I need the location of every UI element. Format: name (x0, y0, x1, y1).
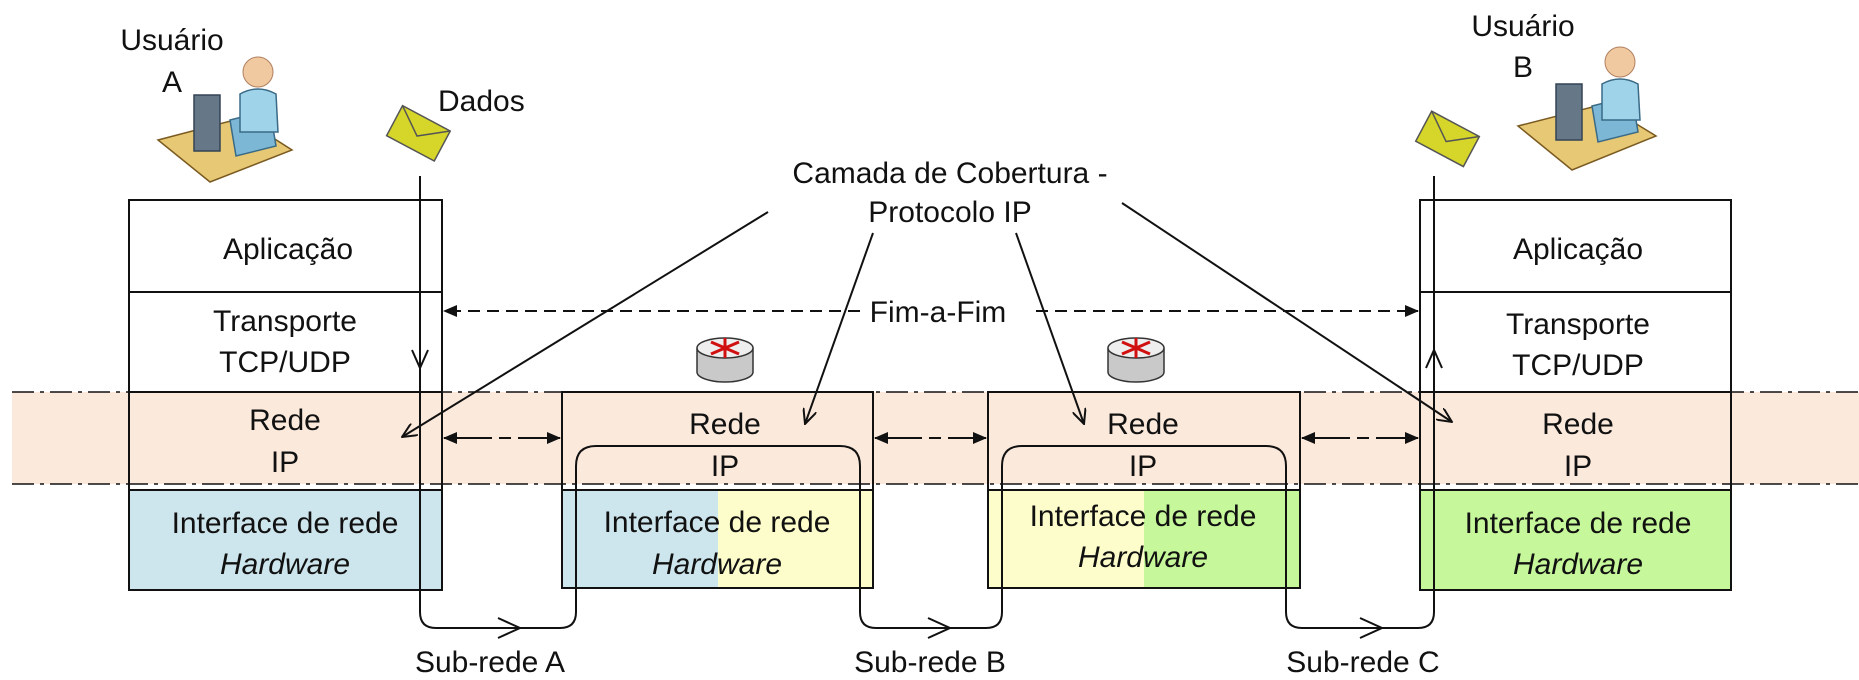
user-at-computer-icon (156, 56, 294, 183)
host-b-hardware-label: Hardware (1513, 548, 1643, 581)
envelope-icon (1414, 110, 1481, 168)
host-a-interface-label: Interface de rede (172, 507, 399, 540)
host-b-stack: Aplicação Transporte TCP/UDP Rede IP Int… (1419, 199, 1732, 591)
router-1-network-protocol: IP (711, 450, 739, 483)
router-2-network-protocol: IP (1129, 450, 1157, 483)
coverage-callout-arrows (402, 202, 1452, 437)
host-a-transport-protocol: TCP/UDP (219, 346, 351, 379)
router-2-hardware-label: Hardware (1078, 541, 1208, 574)
subnet-b-label: Sub-rede B (854, 646, 1006, 679)
host-a-interface-cell (129, 490, 442, 590)
data-flow-path (419, 176, 1435, 629)
host-b-interface-cell (1420, 490, 1731, 590)
end-to-end-label: Fim-a-Fim (870, 296, 1007, 329)
host-a-transport-label: Transporte (213, 305, 357, 338)
user-b-label: Usuário (1471, 10, 1574, 43)
router-2-stack: Rede IP Interface de rede Hardware (987, 391, 1301, 589)
host-b-interface-label: Interface de rede (1465, 507, 1692, 540)
data-up-arrow-chevron (1425, 347, 1443, 369)
router-1-hardware-label: Hardware (652, 548, 782, 581)
host-a-stack: Aplicação Transporte TCP/UDP Rede IP Int… (128, 199, 443, 591)
host-b-transport-protocol: TCP/UDP (1512, 349, 1644, 382)
host-a-network-label: Rede (249, 404, 321, 437)
coverage-layer-subtitle: Protocolo IP (868, 196, 1031, 229)
router-1-stack: Rede IP Interface de rede Hardware (561, 391, 874, 589)
router-icon (1107, 337, 1165, 383)
subnet-c-label: Sub-rede C (1286, 646, 1439, 679)
user-b-letter: B (1513, 51, 1533, 84)
subnet-a-label: Sub-rede A (415, 646, 565, 679)
host-b-network-label: Rede (1542, 408, 1614, 441)
user-at-computer-icon (1516, 46, 1658, 171)
host-a-application-label: Aplicação (223, 233, 353, 266)
host-a-hardware-label: Hardware (220, 548, 350, 581)
host-b-transport-label: Transporte (1506, 308, 1650, 341)
host-b-network-protocol: IP (1564, 450, 1592, 483)
router-icon (696, 337, 754, 383)
user-a-letter: A (162, 66, 182, 99)
user-a-label: Usuário (120, 24, 223, 57)
envelope-icon (385, 104, 452, 163)
data-down-arrow-chevron (411, 349, 429, 371)
data-label: Dados (438, 85, 525, 118)
coverage-layer-title: Camada de Cobertura - (792, 157, 1107, 190)
router-2-interface-label: Interface de rede (1030, 500, 1257, 533)
router-2-network-label: Rede (1107, 408, 1179, 441)
router-1-network-label: Rede (689, 408, 761, 441)
host-b-application-label: Aplicação (1513, 233, 1643, 266)
router-1-interface-label: Interface de rede (604, 506, 831, 539)
host-a-network-protocol: IP (271, 446, 299, 479)
